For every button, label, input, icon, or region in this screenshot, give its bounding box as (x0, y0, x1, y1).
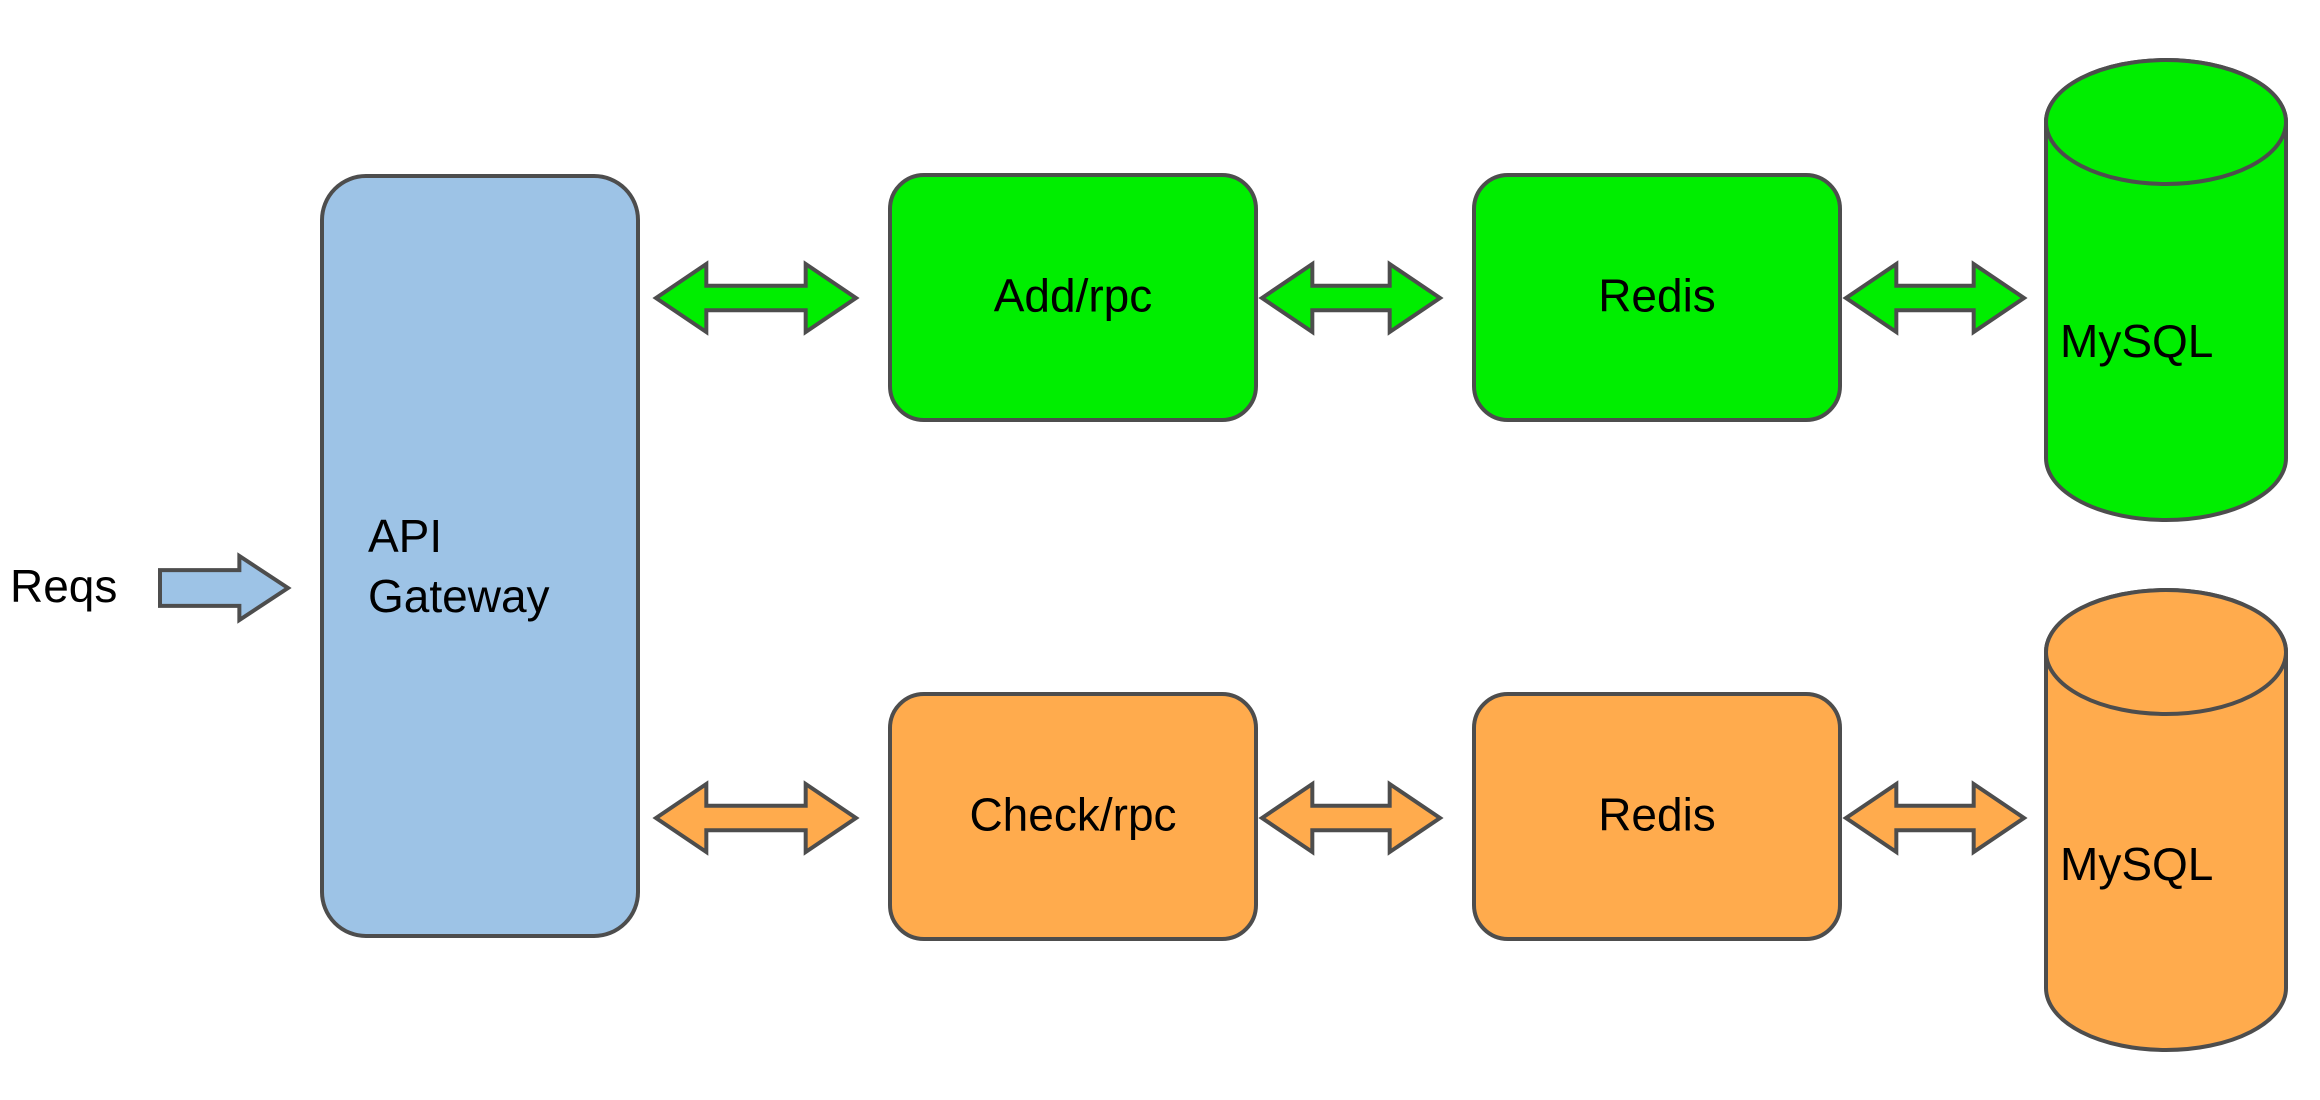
mysql-check-label: MySQL (2060, 838, 2213, 890)
add-to-redis-arrow (1258, 260, 1444, 336)
gateway-to-check-arrow (652, 780, 860, 856)
api-gateway-label-line2: Gateway (368, 570, 550, 622)
cylinder-top-ellipse (2044, 58, 2288, 186)
gateway-to-add-arrow (652, 260, 860, 336)
check-flow-row: Check/rpc Redis MySQL (652, 588, 2288, 1052)
redis-to-mysql-arrow (1842, 260, 2028, 336)
add-rpc-node[interactable] (888, 173, 1258, 422)
api-gateway-node[interactable] (320, 174, 640, 938)
add-rpc-label: Add/rpc (994, 270, 1153, 322)
cylinder-top-ellipse (2044, 588, 2288, 716)
redis-to-mysql-check-arrow (1842, 780, 2028, 856)
mysql-add-node[interactable] (2044, 58, 2288, 522)
redis-add-node[interactable] (1472, 173, 1842, 422)
redis-check-node[interactable] (1472, 692, 1842, 941)
reqs-arrow (158, 552, 292, 624)
api-gateway-label-line1: API (368, 510, 442, 562)
redis-check-label: Redis (1598, 789, 1716, 841)
mysql-check-node[interactable] (2044, 588, 2288, 1052)
check-to-redis-arrow (1258, 780, 1444, 856)
add-flow-row: Add/rpc Redis MySQL (652, 58, 2288, 522)
mysql-add-label: MySQL (2060, 315, 2213, 367)
reqs-label: Reqs (10, 560, 117, 612)
check-rpc-node[interactable] (888, 692, 1258, 941)
redis-add-label: Redis (1598, 270, 1716, 322)
check-rpc-label: Check/rpc (969, 789, 1176, 841)
